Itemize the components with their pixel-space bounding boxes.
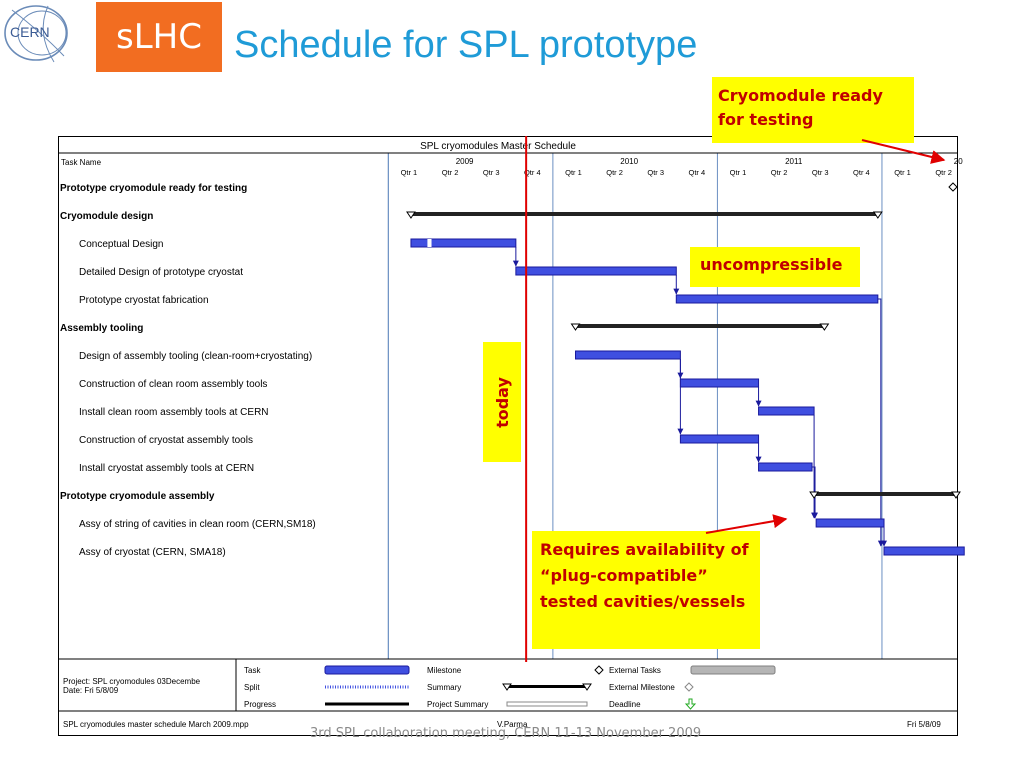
quarter-label: Qtr 2 [606, 168, 623, 177]
legend-label: Summary [427, 683, 461, 692]
task-bar [883, 546, 965, 556]
task-bar [575, 350, 681, 360]
task-name: Install cryostat assembly tools at CERN [79, 463, 254, 474]
legend-external-tasks-symbol [690, 665, 776, 675]
arrow-to-ready-milestone [861, 139, 946, 164]
legend-summary-cap [582, 683, 592, 691]
legend-label: Progress [244, 700, 276, 709]
summary-end-cap [819, 323, 830, 331]
quarter-label: Qtr 3 [647, 168, 664, 177]
task-name: Construction of clean room assembly tool… [79, 379, 267, 390]
summary-end-cap [951, 491, 961, 499]
year-label: 2010 [620, 157, 638, 166]
legend-summary-cap [502, 683, 512, 691]
file-name: SPL cryomodules master schedule March 20… [63, 720, 249, 729]
task-name: Prototype cryomodule ready for testing [60, 183, 247, 194]
author-name: V.Parma [497, 720, 528, 729]
quarter-label: Qtr 1 [401, 168, 418, 177]
slhc-badge: sLHC [96, 2, 222, 72]
task-name: Cryomodule design [60, 211, 153, 222]
summary-start-cap [570, 323, 581, 331]
task-bar [675, 294, 879, 304]
quarter-label: Qtr 2 [771, 168, 788, 177]
quarter-label: Qtr 4 [524, 168, 541, 177]
arrow-to-cavity-assembly [705, 514, 788, 534]
callout-today: today [483, 342, 521, 462]
cern-logo: CERN [4, 5, 68, 63]
task-name: Prototype cryomodule assembly [60, 491, 215, 502]
quarter-label: Qtr 2 [935, 168, 952, 177]
legend-label: External Milestone [609, 683, 675, 692]
legend-label: Project Summary [427, 700, 488, 709]
legend-label: Milestone [427, 666, 462, 675]
quarter-label: Qtr 2 [442, 168, 459, 177]
summary-bar [575, 324, 825, 328]
legend-summary-symbol [507, 685, 587, 688]
callout-uncompressible: uncompressible [690, 247, 860, 287]
task-bar [679, 378, 760, 388]
summary-end-cap [872, 211, 883, 219]
task-name: Design of assembly tooling (clean-room+c… [79, 351, 312, 362]
legend-task-symbol [324, 665, 410, 675]
legend-external-milestone-symbol [684, 682, 694, 692]
task-name: Assy of cryostat (CERN, SMA18) [79, 547, 226, 558]
legend-date: Date: Fri 5/8/09 [63, 686, 119, 695]
print-date: Fri 5/8/09 [907, 720, 941, 729]
quarter-label: Qtr 3 [812, 168, 829, 177]
summary-start-cap [809, 491, 820, 499]
footer-meeting-text: 3rd SPL collaboration meeting, CERN 11-1… [310, 726, 702, 741]
task-name: Prototype cryostat fabrication [79, 295, 209, 306]
callout-requires-availability: Requires availability of “plug-compatibl… [532, 531, 760, 649]
task-name: Assembly tooling [60, 323, 143, 334]
legend-label: Deadline [609, 700, 641, 709]
task-name: Detailed Design of prototype cryostat [79, 267, 243, 278]
quarter-label: Qtr 4 [853, 168, 870, 177]
year-label: 2009 [456, 157, 474, 166]
quarter-label: Qtr 1 [894, 168, 911, 177]
task-name-header: Task Name [61, 158, 102, 167]
quarter-label: Qtr 4 [689, 168, 706, 177]
task-bar [815, 518, 885, 528]
year-label: 2011 [785, 157, 803, 166]
task-bar [410, 238, 517, 248]
task-bar [758, 462, 813, 472]
legend-label: External Tasks [609, 666, 661, 675]
legend-progress-symbol [325, 702, 409, 706]
milestone-diamond [948, 182, 958, 192]
year-label: 20 [954, 157, 963, 166]
task-bar [758, 406, 815, 416]
callout-cryomodule-ready: Cryomodule ready for testing [712, 77, 914, 143]
summary-bar [410, 212, 878, 216]
task-name: Construction of cryostat assembly tools [79, 435, 253, 446]
legend-milestone-symbol [594, 665, 604, 675]
task-name: Conceptual Design [79, 239, 164, 250]
quarter-label: Qtr 1 [565, 168, 582, 177]
page-title: Schedule for SPL prototype [234, 24, 698, 66]
task-bar [515, 266, 677, 276]
task-bar [679, 434, 760, 444]
legend-project: Project: SPL cryomodules 03Decembe [63, 677, 201, 686]
legend-label: Split [244, 683, 260, 692]
summary-bar [814, 492, 956, 496]
gantt-title: SPL cryomodules Master Schedule [420, 141, 576, 152]
legend-label: Task [244, 666, 261, 675]
quarter-label: Qtr 1 [730, 168, 747, 177]
quarter-label: Qtr 3 [483, 168, 500, 177]
task-name: Install clean room assembly tools at CER… [79, 407, 269, 418]
task-name: Assy of string of cavities in clean room… [79, 519, 316, 530]
cern-logo-text: CERN [10, 24, 50, 40]
legend-project-summary-symbol [506, 701, 588, 707]
summary-start-cap [406, 211, 416, 219]
legend-deadline-symbol [684, 698, 697, 710]
task-split-gap [427, 239, 432, 247]
